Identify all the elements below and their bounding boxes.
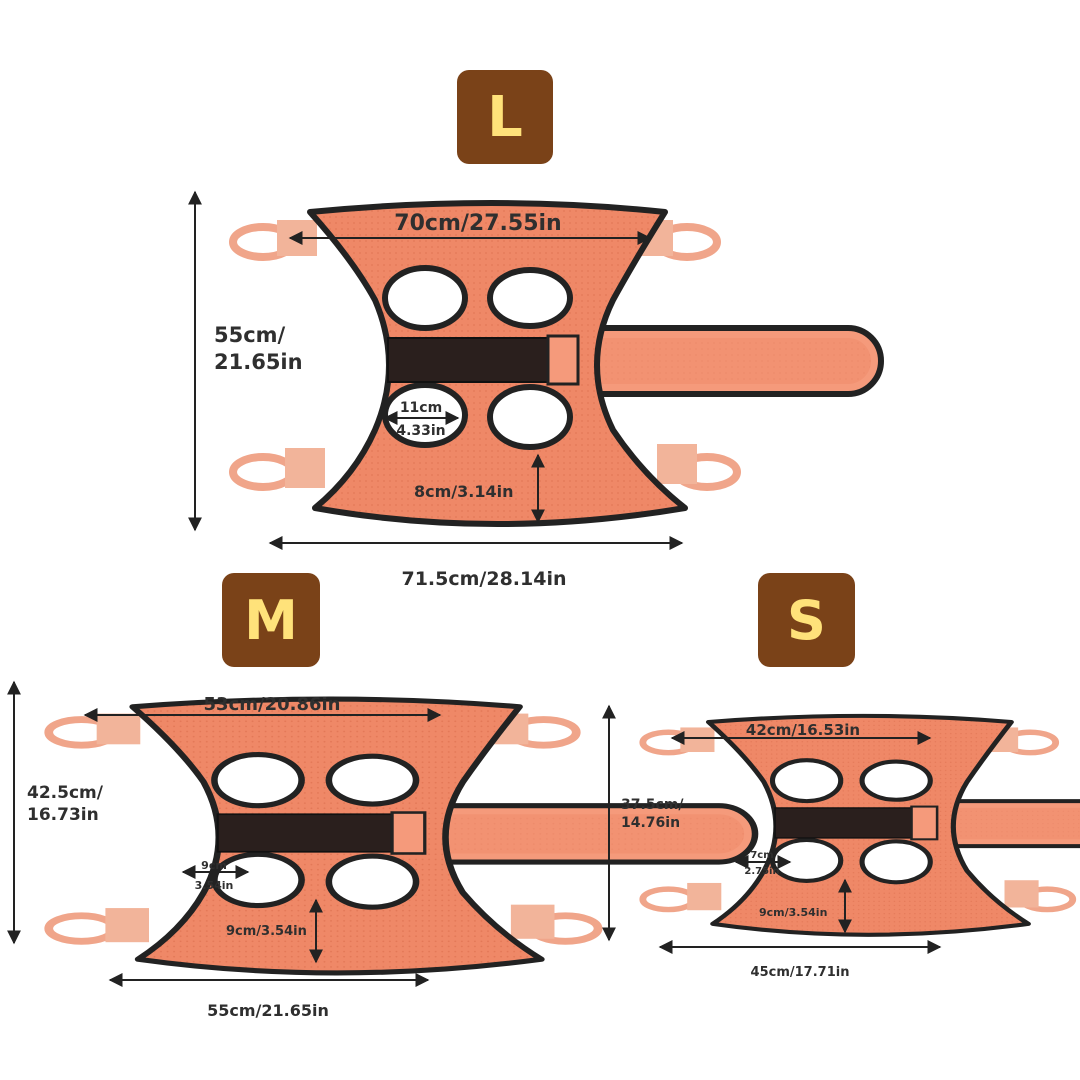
s-top-width-label: 42cm/16.53in (745, 721, 861, 739)
s-hole-edge-label: 9cm/3.54in (759, 906, 828, 919)
m-hole-cm-label: 9cm (201, 859, 227, 872)
m-height-label: 42.5cm/ 16.73in (27, 783, 103, 825)
l-hole-in-label: 4.33in (396, 423, 446, 439)
l-top-width-label: 70cm/27.55in (394, 211, 562, 236)
harness-m (7, 680, 755, 987)
harness-s (602, 704, 1080, 954)
s-hole-in-label: 2.75in (744, 866, 780, 877)
l-bottom-width-label: 71.5cm/28.14in (401, 568, 567, 590)
size-badge-l: L (457, 70, 553, 164)
harness-l (188, 190, 881, 550)
s-hole-cm-label: 7cm (750, 850, 774, 861)
s-bottom-width-label: 45cm/17.71in (750, 965, 850, 980)
l-hole-edge-label: 8cm/3.14in (414, 482, 514, 501)
m-bottom-width-label: 55cm/21.65in (207, 1001, 329, 1020)
s-height-label: 37.5cm/ 14.76in (621, 797, 684, 831)
m-top-width-label: 53cm/20.86in (203, 694, 341, 715)
l-hole-cm-label: 11cm (399, 400, 443, 416)
m-hole-in-label: 3.54in (194, 879, 234, 892)
m-hole-edge-label: 9cm/3.54in (226, 924, 307, 939)
l-height-label: 55cm/ 21.65in (214, 323, 303, 374)
size-badge-m: M (222, 573, 320, 667)
size-badge-s: S (758, 573, 855, 667)
